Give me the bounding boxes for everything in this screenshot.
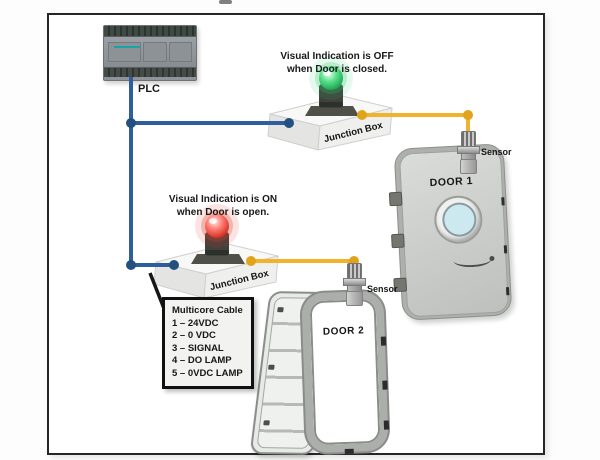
door-2-frame: DOOR 2: [301, 290, 390, 455]
frame-clamp: [383, 420, 390, 430]
sensor-body: [346, 291, 363, 306]
lamp-mounting-plate: [305, 106, 359, 116]
door-clamp: [268, 364, 275, 370]
legend-item: 5 – 0VDC LAMP: [172, 367, 243, 379]
porthole-glass: [441, 201, 478, 238]
legend-item: 3 – SIGNAL: [172, 342, 224, 354]
plc-brand-mark: [114, 46, 140, 48]
plc-device: [103, 25, 197, 81]
frame-clamp: [380, 336, 387, 346]
legend-title: Multicore Cable: [172, 305, 243, 316]
plc-panel-section: [108, 42, 141, 62]
sensor-2-label: Sensor: [367, 284, 398, 294]
door-1-label: DOOR 1: [429, 174, 474, 190]
annotation-door-closed: Visual Indication is OFF when Door is cl…: [274, 50, 400, 76]
door-1-face: DOOR 1: [398, 148, 510, 318]
annotation-line: when Door is open.: [176, 207, 270, 218]
sensor-door-2: [343, 263, 366, 306]
door-hinge: [388, 191, 403, 207]
plc-terminal-strip-top: [104, 26, 196, 37]
annotation-door-open: Visual Indication is ON when Door is ope…: [160, 193, 286, 219]
frame-clamp: [344, 448, 354, 455]
door-hinge: [391, 233, 405, 249]
sensor-door-1: [457, 131, 480, 174]
annotation-line: Visual Indication is ON: [168, 194, 278, 205]
legend-item: 1 – 24VDC: [172, 317, 219, 329]
porthole: [433, 194, 484, 245]
multicore-cable-legend: Multicore Cable 1 – 24VDC 2 – 0 VDC 3 – …: [162, 297, 254, 389]
lamp-base-rim: [319, 102, 343, 107]
door-clamp: [263, 420, 270, 426]
frame-clamp: [382, 380, 388, 390]
annotation-line: when Door is closed.: [286, 64, 388, 75]
sensor-body: [460, 159, 477, 174]
door-latch-mark: [503, 245, 508, 254]
legend-item: 2 – 0 VDC: [172, 330, 216, 342]
sensor-1-label: Sensor: [481, 147, 512, 157]
door-handle: [453, 252, 492, 269]
legend-item: 4 – DO LAMP: [172, 355, 232, 367]
plc-panel-section: [168, 42, 192, 62]
plc-label: PLC: [138, 83, 160, 95]
lamp-mounting-plate: [191, 254, 245, 264]
sensor-cap: [347, 263, 362, 279]
plc-terminal-strip-bottom: [104, 67, 196, 77]
annotation-line: Visual Indication is OFF: [280, 51, 394, 62]
door-2-label: DOOR 2: [322, 325, 365, 338]
crop-artifact: [219, 0, 232, 4]
plc-front-panel: [104, 37, 196, 67]
door-latch-mark: [501, 197, 505, 206]
lamp-highlight: [323, 70, 331, 76]
door-1: DOOR 1: [388, 143, 513, 321]
lamp-base-rim: [205, 250, 229, 255]
lamp-highlight: [209, 218, 217, 224]
plc-panel-section: [143, 42, 167, 62]
sensor-cap: [461, 131, 476, 147]
door-latch-mark: [505, 287, 510, 296]
